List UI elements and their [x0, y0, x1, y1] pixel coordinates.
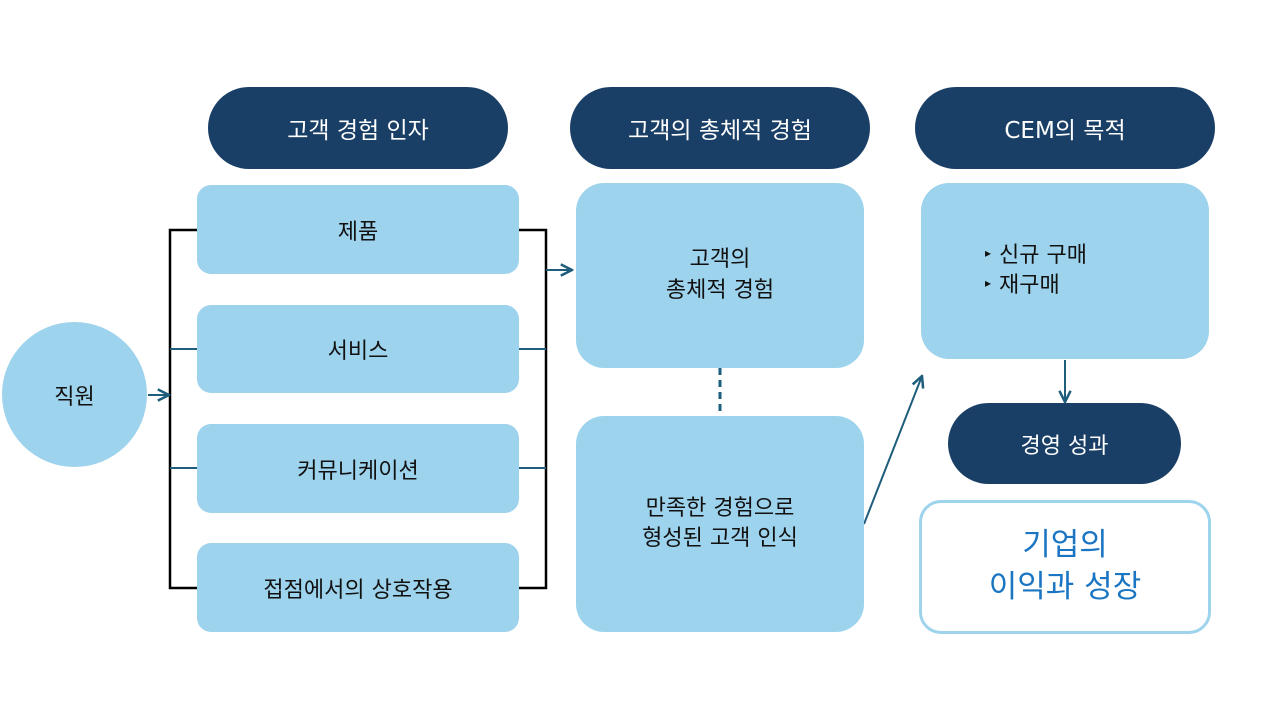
customer-recognition-box: 만족한 경험으로 형성된 고객 인식	[576, 416, 864, 632]
header-cem-purpose-label: CEM의 목적	[1004, 118, 1126, 144]
purpose-item-label: 신규 구매	[999, 243, 1087, 268]
purpose-item: ▸ 신규 구매	[985, 241, 1087, 271]
factor-box-interaction: 접점에서의 상호작용	[197, 543, 519, 632]
business-result-pill: 경영 성과	[948, 403, 1181, 484]
factor-label: 서비스	[327, 339, 389, 364]
employee-label: 직원	[54, 384, 95, 410]
purpose-item-label: 재구매	[999, 273, 1060, 298]
recognition-line1: 만족한 경험으로	[645, 495, 795, 521]
header-total-experience: 고객의 총체적 경험	[570, 87, 870, 169]
purpose-item: ▸ 재구매	[985, 271, 1060, 301]
total-experience-line1: 고객의	[689, 247, 751, 273]
total-experience-line2: 총체적 경험	[665, 277, 775, 303]
left-bracket	[168, 228, 198, 590]
factor-box-communication: 커뮤니케이션	[197, 424, 519, 513]
bullet-triangle-icon: ▸	[985, 276, 992, 290]
bullet-triangle-icon: ▸	[985, 246, 992, 260]
arrow-recognition-to-purpose	[863, 376, 922, 525]
outcome-line1: 기업의	[1022, 527, 1108, 564]
factor-label: 접점에서의 상호작용	[263, 577, 453, 603]
header-factors-label: 고객 경험 인자	[287, 118, 429, 144]
cem-purpose-box: ▸ 신규 구매 ▸ 재구매	[921, 183, 1209, 359]
business-result-label: 경영 성과	[1020, 433, 1109, 459]
header-factors: 고객 경험 인자	[208, 87, 508, 169]
corporate-outcome-box: 기업의 이익과 성장	[919, 500, 1211, 634]
employee-circle: 직원	[2, 322, 147, 467]
header-total-experience-label: 고객의 총체적 경험	[628, 118, 812, 144]
recognition-line2: 형성된 고객 인식	[642, 526, 798, 551]
header-cem-purpose: CEM의 목적	[915, 87, 1215, 169]
factor-box-product: 제품	[197, 185, 519, 274]
right-bracket	[518, 228, 548, 590]
outcome-line2: 이익과 성장	[988, 569, 1142, 605]
factor-label: 커뮤니케이션	[297, 458, 419, 484]
factor-label: 제품	[337, 219, 379, 245]
factor-box-service: 서비스	[197, 305, 519, 393]
total-experience-box: 고객의 총체적 경험	[576, 183, 864, 368]
